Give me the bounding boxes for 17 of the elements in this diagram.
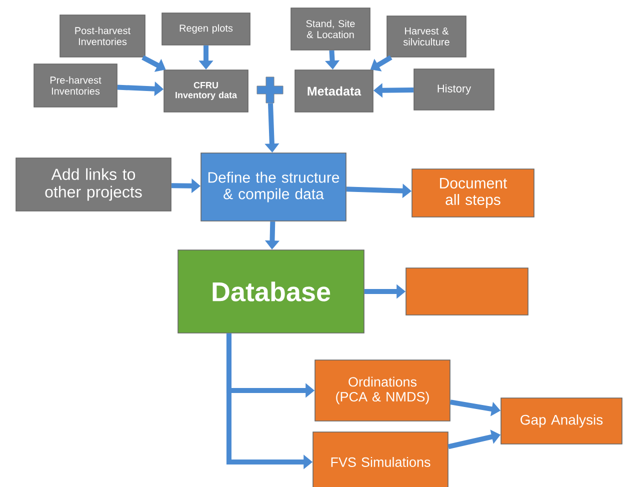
input-box: Regen plots (162, 12, 250, 46)
input-box: Post-harvest Inventories (60, 14, 146, 58)
database-box: Database (178, 250, 364, 334)
input-box: CFRU Inventory data (164, 70, 248, 112)
output-box: Ordinations (PCA & NMDS) (314, 360, 450, 422)
input-box: Add links to other projects (16, 158, 172, 212)
input-box: Pre-harvest Inventories (34, 64, 118, 108)
input-box: Metadata (294, 70, 374, 112)
input-box: History (414, 68, 494, 110)
input-box: Stand, Site & Location (290, 8, 370, 50)
output-box: Document all steps (412, 168, 534, 218)
output-box: FVS Simulations (312, 432, 448, 487)
input-box: Harvest & silviculture (386, 16, 466, 58)
plus-sign (256, 76, 284, 104)
output-box (406, 268, 528, 316)
process-box: Define the structure & compile data (200, 152, 346, 222)
output-box: Gap Analysis (500, 398, 622, 444)
